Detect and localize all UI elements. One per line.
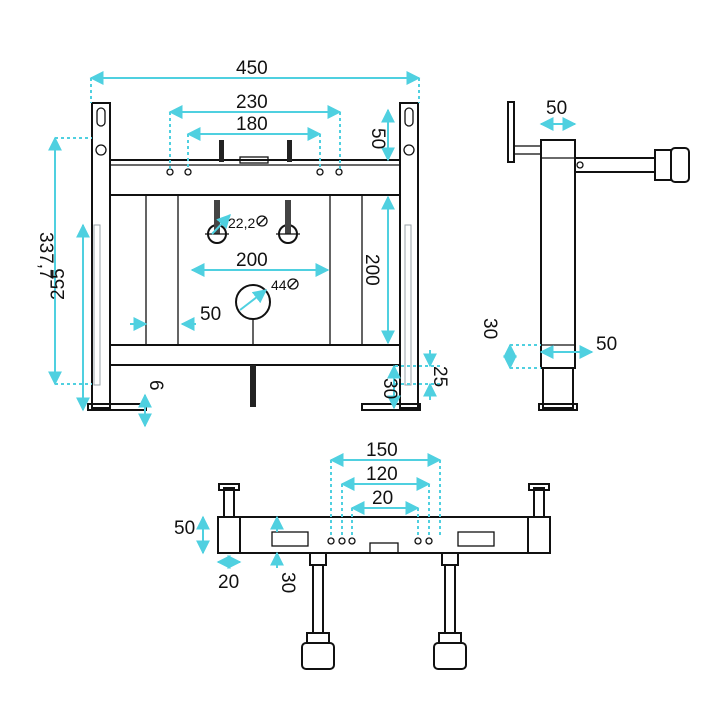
side-bracket-arm: [513, 145, 542, 155]
label-180: 180: [236, 114, 268, 135]
right-leg-foot: [433, 642, 467, 670]
right-post-hatch: [404, 224, 412, 386]
label-337: 337,7: [35, 232, 56, 280]
label-200h: 200: [236, 250, 268, 271]
left-post-hatch: [93, 224, 101, 386]
label-230: 230: [236, 92, 268, 113]
leader-22: [211, 213, 231, 235]
left-post: [91, 102, 111, 409]
side-pipe-bolt: [576, 161, 584, 169]
label-25: 25: [429, 366, 450, 387]
inlet-right-stem: [285, 200, 291, 234]
top-hole: [327, 537, 335, 545]
upper-pipe-left: [219, 140, 224, 162]
side-bracket: [507, 101, 515, 163]
top-dimensions: [196, 453, 442, 569]
label-side-50: 50: [546, 98, 567, 119]
label-top-side20: 20: [218, 572, 239, 593]
label-top-150: 150: [366, 440, 398, 461]
label-450: 450: [236, 58, 268, 79]
diameter-symbol-slash: [257, 216, 267, 226]
center-clip: [239, 156, 269, 164]
side-view: [507, 101, 690, 411]
left-leg-foot: [301, 642, 335, 670]
right-post: [399, 102, 419, 409]
top-left-slot: [271, 531, 309, 547]
label-200v: 200: [361, 254, 382, 286]
side-pipe: [574, 157, 656, 173]
vertical-bar-1: [145, 194, 179, 346]
mount-hole: [316, 168, 324, 176]
label-50-top: 50: [367, 128, 388, 149]
diameter-symbol: [256, 215, 268, 227]
label-top-30: 30: [277, 572, 298, 593]
label-255: 255: [48, 268, 69, 300]
right-leg-nut: [441, 552, 459, 566]
mount-hole: [166, 168, 174, 176]
top-hole: [338, 537, 346, 545]
label-top-20: 20: [372, 488, 393, 509]
upper-pipe-right: [287, 140, 292, 162]
side-foot-base: [538, 403, 578, 411]
side-pipe-cap: [654, 149, 672, 181]
mount-hole: [184, 168, 192, 176]
top-hole: [348, 537, 356, 545]
top-center-slot: [369, 542, 399, 554]
label-top-50: 50: [174, 518, 195, 539]
leader-44: [239, 289, 268, 311]
left-stud: [223, 487, 235, 518]
top-crossbar: [109, 159, 401, 196]
bottom-crossbar: [109, 344, 401, 366]
vertical-bar-2: [329, 194, 363, 346]
label-44: 44: [271, 277, 287, 293]
diameter-symbol-slash: [288, 279, 298, 289]
side-foot: [542, 367, 574, 409]
left-post-bolt: [95, 144, 107, 156]
side-post: [540, 139, 576, 369]
front-dimensions: [48, 71, 440, 428]
left-leg-nut: [309, 552, 327, 566]
right-post-bolt: [403, 144, 415, 156]
mount-hole: [335, 168, 343, 176]
label-side-50b: 50: [596, 334, 617, 355]
right-post-slot: [404, 107, 414, 127]
label-top-120: 120: [366, 464, 398, 485]
right-stud-cap: [528, 483, 550, 491]
top-hole: [425, 537, 433, 545]
left-stud-cap: [218, 483, 240, 491]
side-dimensions: [503, 117, 594, 370]
right-stud: [533, 487, 545, 518]
top-right-block: [527, 516, 551, 554]
right-leg: [444, 564, 456, 634]
top-left-block: [217, 516, 241, 554]
top-right-slot: [457, 531, 495, 547]
left-leg-base: [306, 632, 330, 644]
label-22: 22,2: [228, 215, 255, 231]
top-view: [217, 483, 551, 670]
right-leg-base: [438, 632, 462, 644]
left-leg: [312, 564, 324, 634]
diameter-symbol: [287, 278, 299, 290]
label-side-30: 30: [479, 318, 500, 339]
top-hole: [414, 537, 422, 545]
drain-pipe: [250, 365, 256, 407]
label-6: 6: [145, 380, 166, 391]
side-pipe-end: [670, 147, 690, 183]
label-50b: 50: [200, 304, 221, 325]
left-post-slot: [96, 107, 106, 127]
top-body: [217, 516, 551, 554]
label-30: 30: [379, 378, 400, 399]
